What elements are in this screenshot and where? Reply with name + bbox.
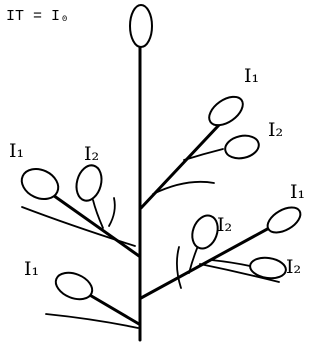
lower-right-i2-petiole-side [210, 259, 251, 267]
label-right-low-i1: I₁ [290, 181, 305, 203]
upper-left-i2-petiole [92, 199, 104, 229]
label-left-low-i1: I₁ [24, 258, 39, 280]
label-right-low-i2-upper: I₂ [217, 214, 232, 236]
upper-left-branch-leaf-i1 [20, 167, 60, 201]
lower-right-i2-leaf-side [249, 256, 287, 280]
lower-right-branch-leaf-i1 [266, 206, 302, 234]
lower-right-i2-leaf-upper [191, 214, 219, 250]
upper-left-tendril-small [108, 197, 116, 227]
upper-left-i2-leaf [75, 164, 103, 202]
lower-left-branch-leaf-i1 [54, 271, 94, 301]
upper-left-main-branch [48, 191, 141, 258]
label-right-low-i2-side: I₂ [286, 256, 301, 278]
apical-bud-i0 [129, 4, 153, 48]
label-right-top-i2: I₂ [268, 119, 283, 141]
upper-right-tendril [152, 180, 215, 195]
lower-left-main-branch [86, 292, 141, 326]
label-left-top-i1: I₁ [9, 140, 24, 162]
upper-right-i2-leaf [224, 134, 260, 160]
lower-left-tendril [45, 313, 139, 329]
upper-right-i2-petiole [183, 148, 224, 161]
lower-right-tendril-bottom [199, 263, 280, 283]
upper-left-tendril-lower [21, 206, 136, 247]
diagram-title: IT = I₀ [6, 8, 69, 25]
lower-right-tendril-left [176, 246, 182, 289]
label-left-top-i2: I₂ [84, 143, 99, 165]
upper-right-branch-leaf-i1 [208, 95, 244, 127]
label-right-top-i1: I₁ [244, 65, 259, 87]
